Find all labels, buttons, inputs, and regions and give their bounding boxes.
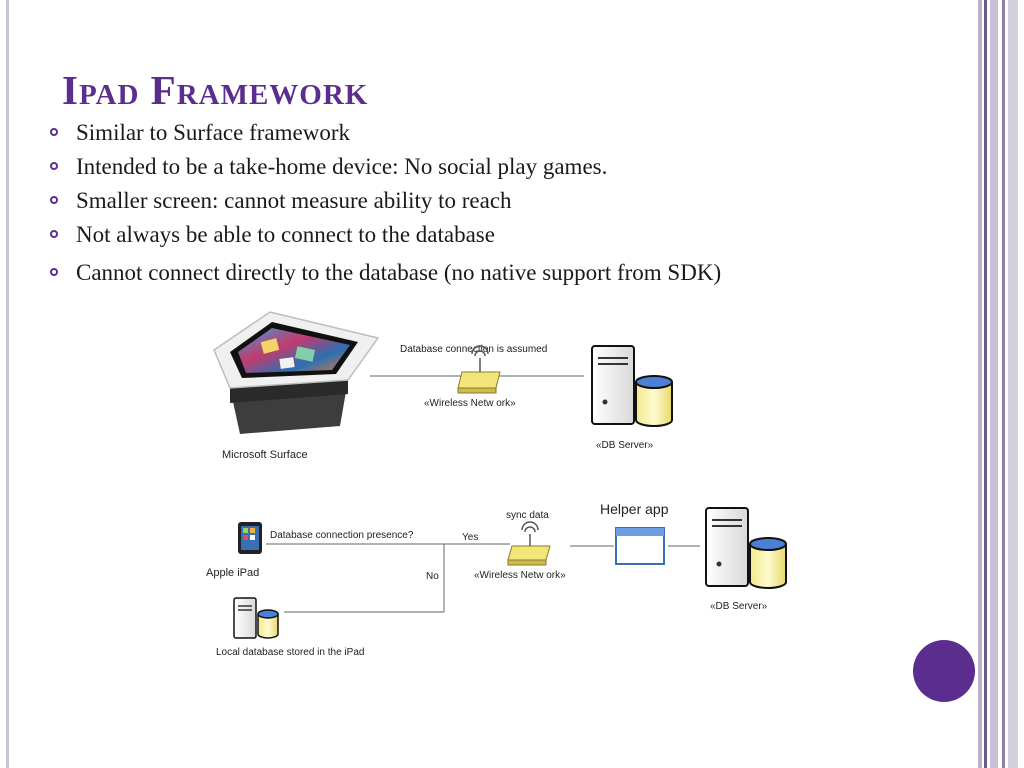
wireless-router-icon-bottom bbox=[507, 521, 551, 566]
wireless-network-label: «Wireless Netw ork» bbox=[424, 398, 516, 409]
db-server-icon bbox=[591, 345, 673, 427]
db-server-label: «DB Server» bbox=[596, 440, 654, 451]
db-server-label-bottom: «DB Server» bbox=[710, 601, 768, 612]
bullet-item: Smaller screen: cannot measure ability t… bbox=[46, 186, 721, 220]
bullet-dot-icon bbox=[50, 162, 58, 170]
slide-title: Ipad Framework bbox=[62, 67, 369, 113]
sync-data-label: sync data bbox=[506, 510, 549, 521]
right-stripe-decoration bbox=[978, 0, 1024, 768]
microsoft-surface-icon bbox=[213, 311, 380, 434]
bullet-dot-icon bbox=[50, 268, 58, 276]
no-label: No bbox=[426, 571, 439, 582]
surface-label: Microsoft Surface bbox=[222, 449, 308, 461]
bullet-item: Not always be able to connect to the dat… bbox=[46, 220, 721, 254]
db-server-icon-bottom bbox=[705, 507, 787, 589]
bullet-dot-icon bbox=[50, 128, 58, 136]
framework-diagram: Microsoft Surface Database connection is… bbox=[206, 311, 787, 658]
bullet-item: Similar to Surface framework bbox=[46, 118, 721, 152]
wireless-network-label-bottom: «Wireless Netw ork» bbox=[474, 570, 566, 581]
local-db-label: Local database stored in the iPad bbox=[216, 647, 364, 658]
bullet-item: Cannot connect directly to the database … bbox=[46, 258, 721, 292]
ipad-icon bbox=[238, 522, 262, 554]
local-db-icon bbox=[233, 597, 279, 639]
helper-app-label: Helper app bbox=[600, 501, 669, 517]
connection-presence-label: Database connection presence? bbox=[270, 530, 414, 541]
yes-label: Yes bbox=[462, 532, 478, 543]
wireless-router-icon bbox=[457, 345, 501, 394]
decorative-circle bbox=[913, 640, 975, 702]
bullet-dot-icon bbox=[50, 230, 58, 238]
bullet-dot-icon bbox=[50, 196, 58, 204]
helper-app-window-icon bbox=[615, 527, 665, 565]
bullet-item: Intended to be a take-home device: No so… bbox=[46, 152, 721, 186]
left-border-decoration bbox=[6, 0, 9, 768]
ipad-label: Apple iPad bbox=[206, 567, 259, 579]
bullet-list: Similar to Surface framework Intended to… bbox=[46, 118, 721, 292]
